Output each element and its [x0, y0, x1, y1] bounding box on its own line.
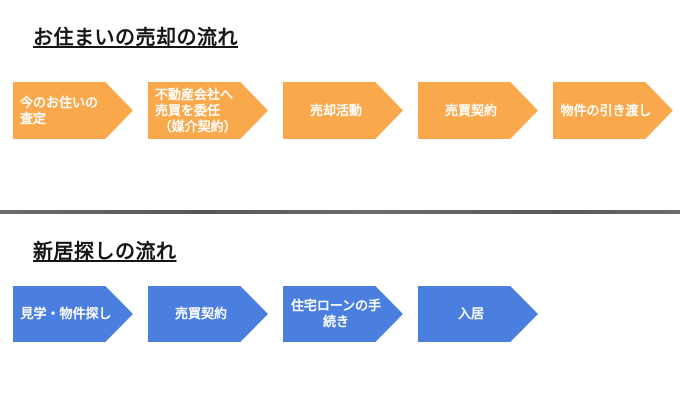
flow-step-label: 住宅ローンの手 続き — [290, 298, 382, 329]
section-divider — [0, 210, 680, 214]
flow-step-label: 見学・物件探し — [20, 306, 112, 321]
section-title-selling-flow: お住まいの売却の流れ — [33, 27, 238, 49]
flow-step-sales-contract: 売買契約 — [418, 82, 538, 139]
flow-step-label: 今のお住いの 査定 — [20, 94, 99, 126]
new-home-flow-row: 見学・物件探し 売買契約 住宅ローンの手 続き 入居 — [13, 286, 538, 342]
flow-step-label: 売却活動 — [309, 102, 362, 118]
flow-step-property-handover: 物件の引き渡し — [553, 82, 673, 139]
flow-step-delegate-sale: 不動産会社へ 売買を委任 （媒介契約） — [148, 82, 268, 139]
flow-step-label: 物件の引き渡し — [560, 102, 652, 118]
flow-step-label: 不動産会社へ 売買を委任 （媒介契約） — [155, 86, 237, 134]
flow-step-label: 売買契約 — [174, 306, 227, 321]
flow-step-mortgage-procedure: 住宅ローンの手 続き — [283, 286, 403, 342]
selling-flow-row: 今のお住いの 査定 不動産会社へ 売買を委任 （媒介契約） 売却活動 売買契約 … — [13, 82, 673, 139]
flow-step-viewing-search: 見学・物件探し — [13, 286, 133, 342]
flow-step-sales-activity: 売却活動 — [283, 82, 403, 139]
flow-step-assessment: 今のお住いの 査定 — [13, 82, 133, 139]
flow-step-label: 売買契約 — [444, 102, 497, 118]
flow-step-label: 入居 — [457, 306, 484, 321]
flow-step-move-in: 入居 — [418, 286, 538, 342]
section-title-new-home-flow: 新居探しの流れ — [33, 241, 177, 263]
flow-step-purchase-contract: 売買契約 — [148, 286, 268, 342]
